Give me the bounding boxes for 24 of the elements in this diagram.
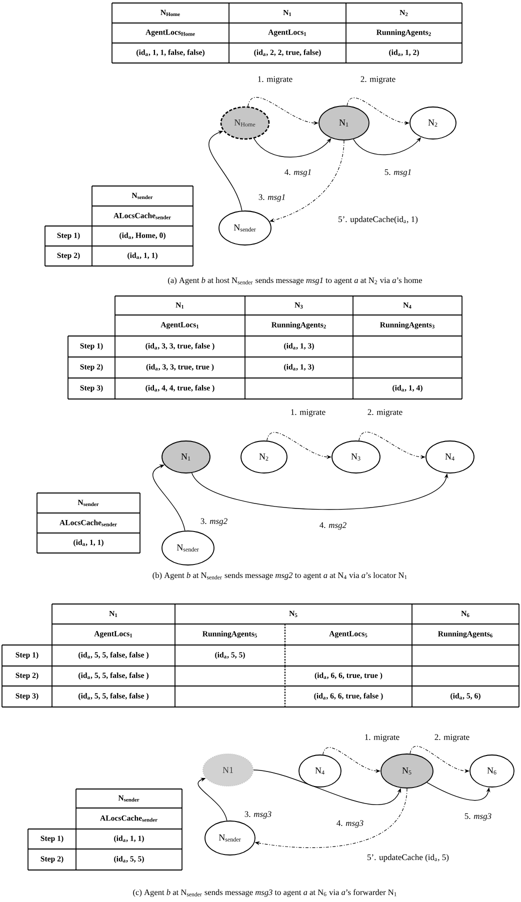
edge-label: 5. msg1 <box>383 168 413 178</box>
edge-label: 2. migrate <box>433 733 471 743</box>
edge-label: 1. migrate <box>256 75 294 85</box>
edge-label: 5’. updateCache(id$_{a}$, 1) <box>337 215 419 225</box>
arrow <box>198 778 228 822</box>
arrow <box>208 130 242 212</box>
edge-label: 3. msg3 <box>243 810 273 820</box>
arrow <box>270 140 344 222</box>
arrow <box>253 770 401 806</box>
arrow <box>152 464 186 531</box>
edge-label: 4. msg1 <box>283 168 313 178</box>
edge-label: 2. migrate <box>366 408 404 418</box>
edge-label: 5’. updateCache (id$_{a}$, 5) <box>366 853 450 863</box>
caption: (c) Agent b at N$_{sender}$ sends message msg3 to agent a at N$_{6}$ via a’s forwarder N$_{1}$ <box>133 889 396 897</box>
edge-label: 2. migrate <box>359 75 397 85</box>
edge-label: 3. msg1 <box>257 193 287 203</box>
edge-label: 5. msg3 <box>463 812 493 822</box>
edge-label: 1. migrate <box>289 408 327 418</box>
arrow <box>254 138 332 158</box>
edge-label: 4. msg3 <box>335 819 365 829</box>
edge-label: 3. msg2 <box>199 517 229 527</box>
edge-label: 4. msg2 <box>318 521 348 531</box>
edge-label: 1. migrate <box>363 733 401 743</box>
caption: (a) Agent b at host N$_{sender}$ sends message msg1 to agent a at N$_{2}$ via a’s home <box>168 277 422 285</box>
